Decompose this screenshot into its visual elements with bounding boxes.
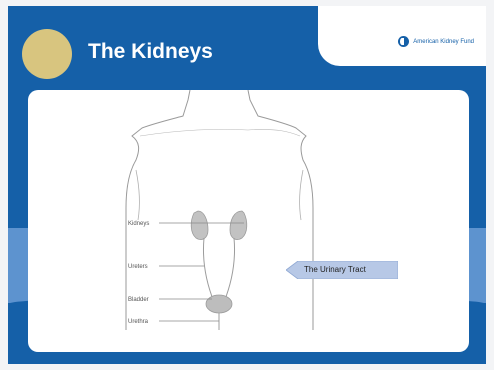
bladder (206, 295, 232, 313)
kidney-right (230, 211, 247, 240)
urinary-tract-diagram: Kidneys Ureters Bladder Urethra (28, 90, 469, 352)
title-circle-icon (22, 29, 72, 79)
label-bladder: Bladder (128, 297, 149, 303)
ureter-right (224, 238, 235, 302)
arm-line-left (136, 170, 139, 220)
label-urethra: Urethra (128, 319, 149, 325)
urinary-tract-callout: The Urinary Tract (286, 261, 398, 279)
arm-line-right (300, 170, 303, 220)
content-card: Kidneys Ureters Bladder Urethra The Urin… (28, 90, 469, 352)
label-kidneys: Kidneys (128, 221, 149, 227)
slide: American Kidney Fund The Kidneys (8, 6, 486, 364)
logo-text: American Kidney Fund (413, 39, 474, 45)
page-title: The Kidneys (88, 40, 213, 64)
kidney-left (191, 211, 208, 240)
ureter-left (203, 238, 214, 302)
brand-logo: American Kidney Fund (398, 36, 474, 47)
collar-line (140, 129, 300, 136)
kidney-logo-icon (398, 36, 409, 47)
body-outline-left (126, 90, 190, 330)
logo-panel: American Kidney Fund (318, 6, 486, 66)
body-outline-right (248, 90, 313, 330)
callout-label: The Urinary Tract (304, 265, 366, 274)
label-ureters: Ureters (128, 264, 148, 270)
